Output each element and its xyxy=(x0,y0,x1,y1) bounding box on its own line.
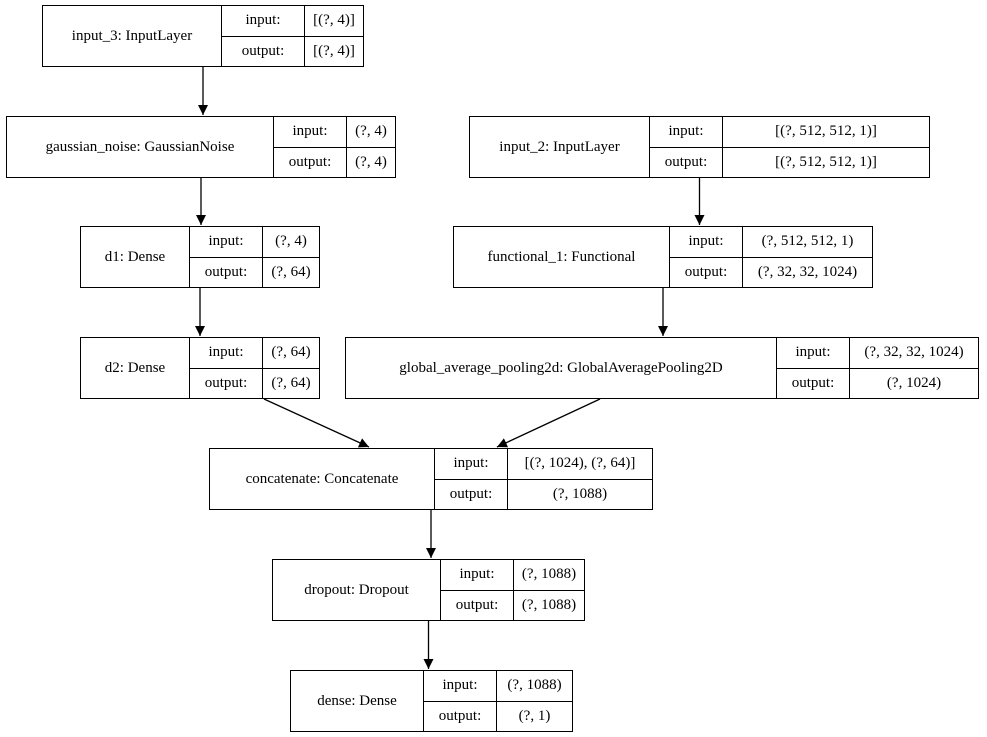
io-shapes: (?, 1088) (?, 1088) xyxy=(514,560,584,620)
input-shape: (?, 64) xyxy=(263,338,319,369)
output-label: output: xyxy=(664,153,708,170)
output-label: output: xyxy=(684,263,728,280)
output-label: output: xyxy=(791,374,835,391)
input-shape: (?, 1088) xyxy=(497,671,572,702)
io-labels: input: output: xyxy=(435,449,508,509)
input-label: input: xyxy=(435,449,507,480)
layer-name: input_2: InputLayer xyxy=(470,117,650,177)
edge-d2-to-concatenate xyxy=(263,398,370,448)
input-label: input: xyxy=(441,560,513,591)
io-shapes: (?, 512, 512, 1) (?, 32, 32, 1024) xyxy=(743,227,872,287)
io-shapes: [(?, 512, 512, 1)] [(?, 512, 512, 1)] xyxy=(723,117,929,177)
layer-name: input_3: InputLayer xyxy=(43,6,222,66)
output-label: output: xyxy=(288,153,332,170)
input-shape: [(?, 4)] xyxy=(305,6,363,37)
output-shape: (?, 1088) xyxy=(552,485,608,502)
output-label: output: xyxy=(449,485,493,502)
output-label: output: xyxy=(241,42,285,59)
edge-global-average-pooling2d-to-concatenate xyxy=(496,398,601,448)
output-shape: [(?, 512, 512, 1)] xyxy=(775,153,877,170)
input-label: input: xyxy=(222,6,304,37)
io-labels: input: output: xyxy=(441,560,514,620)
layer-name: d1: Dense xyxy=(81,227,190,287)
io-shapes: [(?, 1024), (?, 64)] (?, 1088) xyxy=(508,449,652,509)
io-shapes: (?, 32, 32, 1024) (?, 1024) xyxy=(850,338,978,398)
output-label: output: xyxy=(455,596,499,613)
io-shapes: (?, 4) (?, 4) xyxy=(347,117,395,177)
layer-name: dense: Dense xyxy=(291,671,424,731)
layer-name: dropout: Dropout xyxy=(273,560,441,620)
output-shape: (?, 32, 32, 1024) xyxy=(757,263,858,280)
io-shapes: (?, 1088) (?, 1) xyxy=(497,671,572,731)
input-label: input: xyxy=(670,227,742,258)
input-shape: [(?, 1024), (?, 64)] xyxy=(508,449,652,480)
io-labels: input: output: xyxy=(424,671,497,731)
input-label: input: xyxy=(650,117,722,148)
layer-node-global-average-pooling2d: global_average_pooling2d: GlobalAverageP… xyxy=(345,337,979,399)
output-label: output: xyxy=(204,263,248,280)
layer-name: d2: Dense xyxy=(81,338,190,398)
io-labels: input: output: xyxy=(274,117,347,177)
io-shapes: (?, 4) (?, 64) xyxy=(263,227,319,287)
output-shape: (?, 64) xyxy=(271,374,311,391)
input-label: input: xyxy=(190,338,262,369)
output-label: output: xyxy=(204,374,248,391)
io-labels: input: output: xyxy=(650,117,723,177)
io-shapes: [(?, 4)] [(?, 4)] xyxy=(305,6,363,66)
input-shape: (?, 1088) xyxy=(514,560,584,591)
io-labels: input: output: xyxy=(670,227,743,287)
input-shape: (?, 4) xyxy=(347,117,395,148)
output-shape: (?, 1) xyxy=(518,707,551,724)
layer-name: functional_1: Functional xyxy=(454,227,670,287)
input-label: input: xyxy=(424,671,496,702)
output-shape: (?, 1088) xyxy=(521,596,577,613)
layer-name: concatenate: Concatenate xyxy=(210,449,435,509)
input-label: input: xyxy=(190,227,262,258)
io-labels: input: output: xyxy=(222,6,305,66)
input-shape: [(?, 512, 512, 1)] xyxy=(723,117,929,148)
io-shapes: (?, 64) (?, 64) xyxy=(263,338,319,398)
output-shape: (?, 4) xyxy=(355,153,387,170)
layer-name: global_average_pooling2d: GlobalAverageP… xyxy=(346,338,777,398)
output-label: output: xyxy=(438,707,482,724)
layer-name: gaussian_noise: GaussianNoise xyxy=(7,117,274,177)
io-labels: input: output: xyxy=(777,338,850,398)
io-labels: input: output: xyxy=(190,338,263,398)
input-label: input: xyxy=(777,338,849,369)
input-shape: (?, 32, 32, 1024) xyxy=(850,338,978,369)
output-shape: [(?, 4)] xyxy=(313,42,355,59)
input-shape: (?, 512, 512, 1) xyxy=(743,227,872,258)
output-shape: (?, 1024) xyxy=(886,374,942,391)
output-shape: (?, 64) xyxy=(271,263,311,280)
input-label: input: xyxy=(274,117,346,148)
io-labels: input: output: xyxy=(190,227,263,287)
input-shape: (?, 4) xyxy=(263,227,319,258)
